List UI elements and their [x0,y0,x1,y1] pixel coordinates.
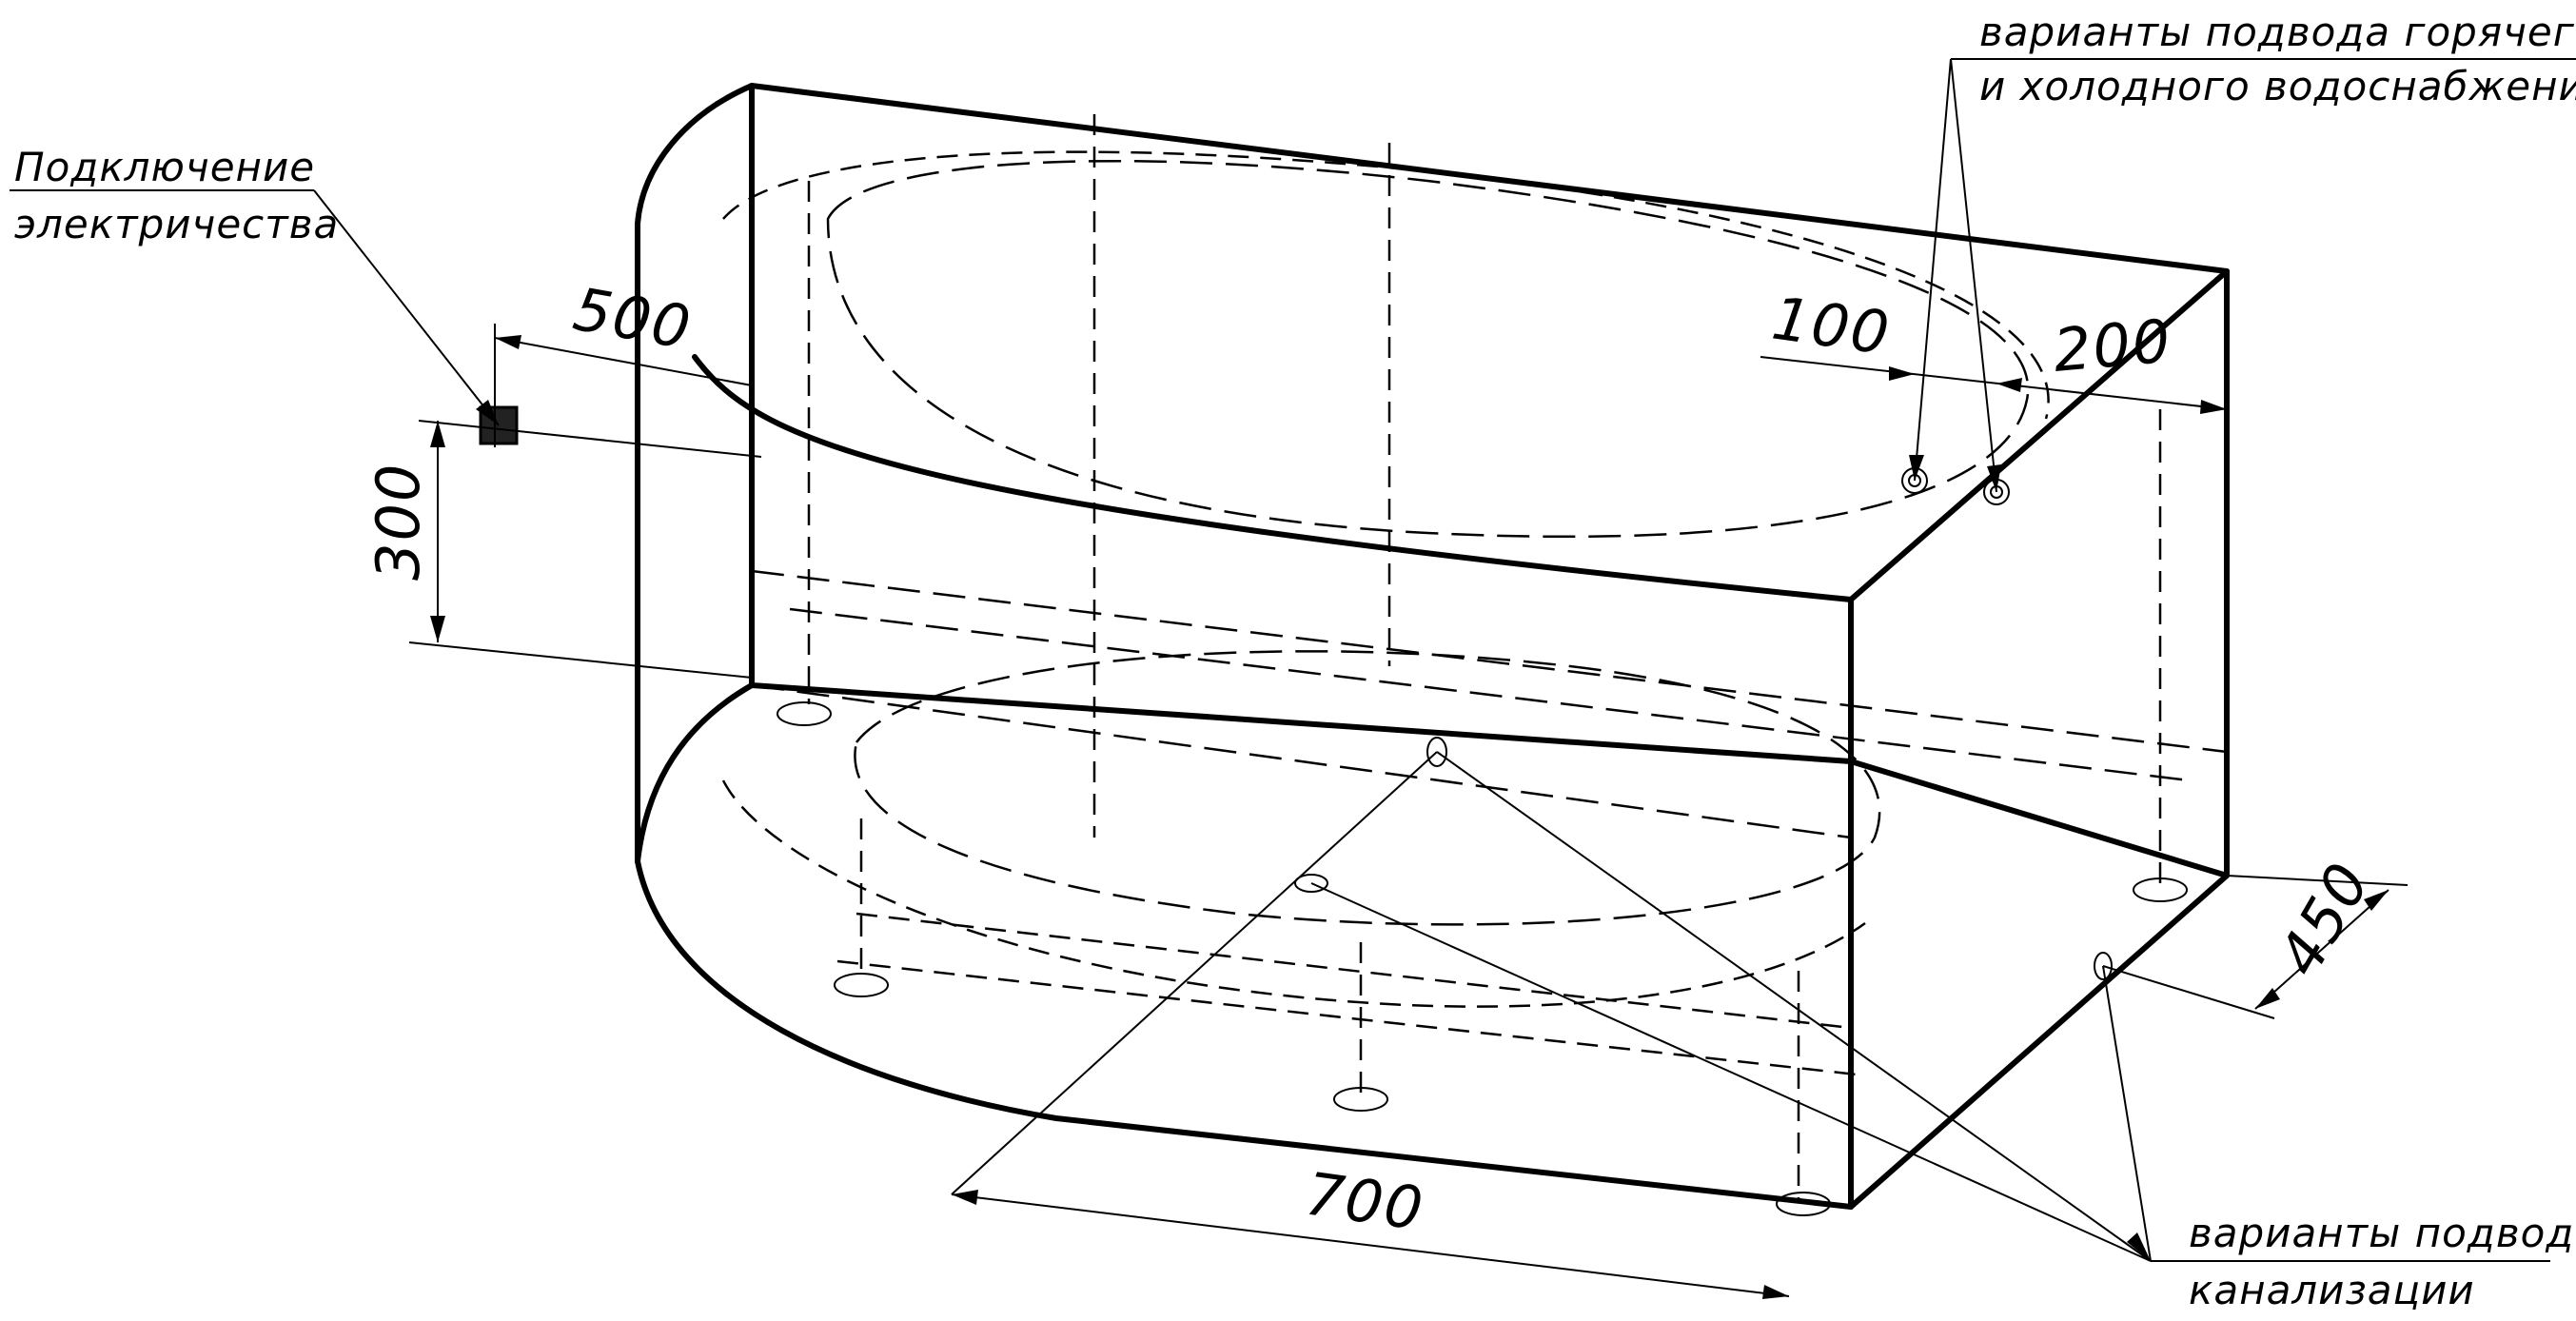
foot-front-left [834,973,889,997]
foot-back-right [2133,877,2188,902]
frame-rail-2 [789,607,2190,782]
frame-rail-4 [855,912,1852,1030]
tub-curved-front-edge [635,83,1854,1210]
tub-right-side-edges [1848,268,2230,1210]
drain-label-line-2: канализации [2189,1267,2475,1313]
foot-front-middle [1333,1087,1388,1112]
connection-points [479,405,2113,980]
bowl-rim-hidden [826,159,2030,539]
drain-point-2 [1294,874,1328,893]
dim-200: 200 [2051,306,2174,385]
tub-right-top-edge [1848,268,2230,602]
foot-front-right [1776,1192,1831,1216]
frame-rail-1 [751,569,2228,754]
dim-450: 450 [2265,850,2384,987]
bowl-bottom-hidden [854,650,1881,926]
drain-point-3 [2094,952,2113,980]
dimension-lines [408,324,2409,1299]
tub-bottom-inner-edge [749,682,2230,878]
electric-label-line-2: электричества [14,201,339,247]
drain-label-line-1: варианты подвода [2189,1210,2576,1256]
tub-rim-edge [692,354,1854,602]
dim-300: 300 [364,463,433,581]
electric-label-line-1: Подключение [14,144,315,190]
leader-lines [10,58,2576,1262]
frame-rail-5 [836,959,1866,1077]
bowl-lower-hidden [721,779,1866,1008]
dim-100: 100 [1768,284,1895,369]
tub-bottom-curve [635,682,755,864]
feet [777,701,2188,1216]
tub-outline [635,83,2230,1210]
dim-500: 500 [568,274,697,363]
drain-point-1 [1426,737,1447,767]
dimension-values: 500 300 100 200 450 700 [364,274,2384,1244]
water-label-line-1: варианты подвода горячего [1979,9,2576,55]
foot-back-left [777,701,832,726]
bowl-outer-hidden [722,150,2050,420]
text-labels: варианты подвода горячего и холодного во… [14,9,2576,1313]
frame-rail-3 [751,683,1852,839]
water-label-line-2: и холодного водоснабжения [1979,63,2576,109]
dim-700: 700 [1302,1159,1428,1245]
hidden-lines [721,114,2228,1199]
